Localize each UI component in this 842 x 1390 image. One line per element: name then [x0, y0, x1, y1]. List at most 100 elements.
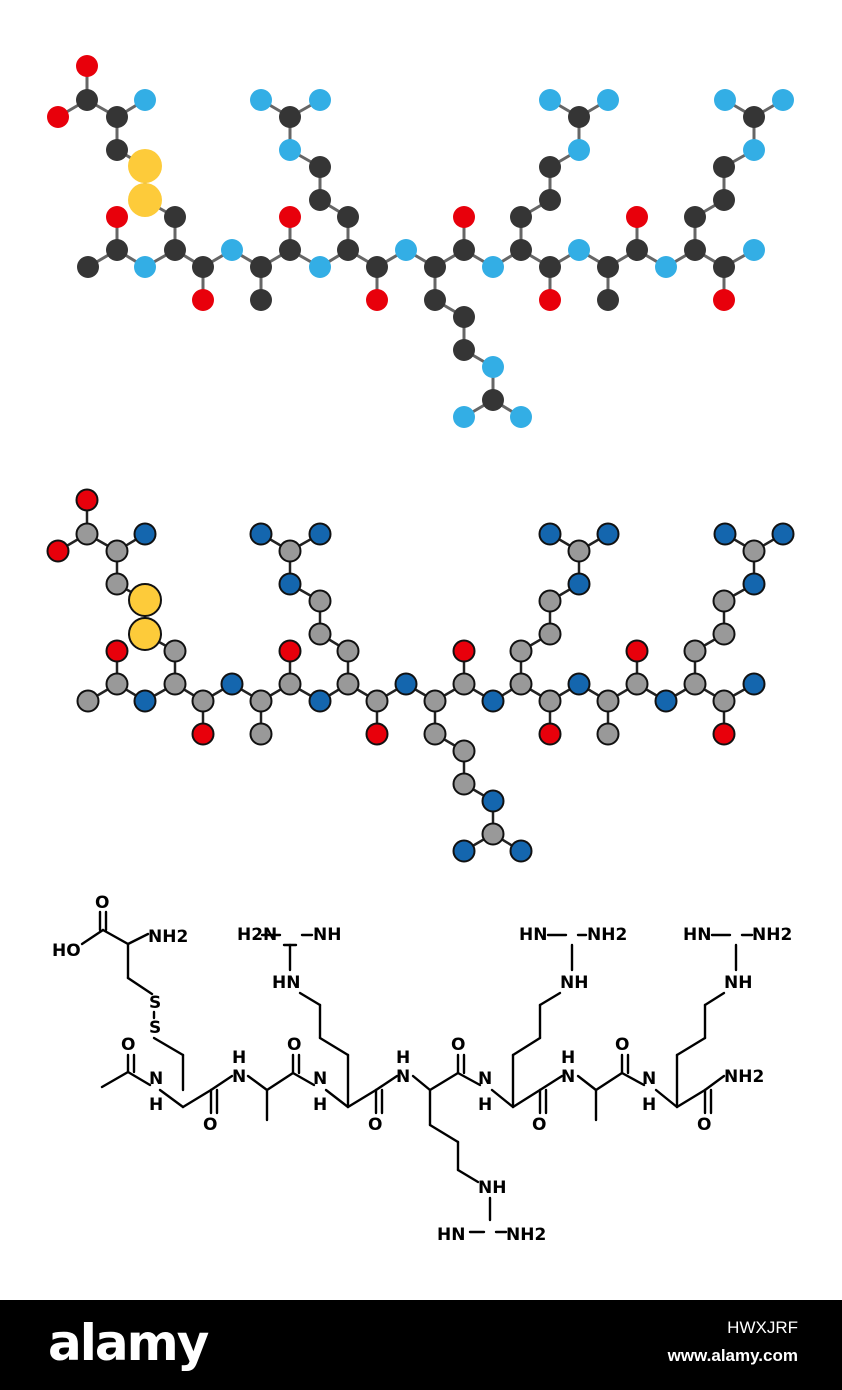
skeletal-bond — [456, 1168, 480, 1184]
carbon-atom — [76, 689, 100, 713]
carbon-atom — [75, 522, 99, 546]
carbon-atom — [249, 722, 273, 746]
nitrogen-atom — [308, 689, 332, 713]
nitrogen-atom — [743, 239, 765, 261]
nitrogen-atom — [742, 672, 766, 696]
nitrogen-atom — [772, 89, 794, 111]
skeletal-bond — [538, 1074, 564, 1092]
atom-label: NH — [313, 925, 341, 945]
carbon-atom — [249, 689, 273, 713]
nitrogen-atom — [134, 89, 156, 111]
skeletal-bond — [594, 1071, 624, 1092]
atom-label: O — [451, 1035, 465, 1055]
carbon-atom — [539, 156, 561, 178]
footer-bar: alamy HWXJRF www.alamy.com — [0, 1300, 842, 1390]
skeletal-bond — [246, 1074, 269, 1092]
atom-label: HN — [437, 1225, 465, 1245]
carbon-atom — [538, 689, 562, 713]
skeletal-bond — [80, 928, 105, 946]
skeletal-bond — [158, 1088, 185, 1109]
carbon-atom — [683, 639, 707, 663]
outlined-ball-panel — [46, 488, 795, 863]
atom-label: S — [149, 1018, 161, 1038]
atom-label: H — [561, 1048, 575, 1068]
nitrogen-atom — [394, 672, 418, 696]
carbon-atom — [163, 639, 187, 663]
ball-and-stick-panel — [47, 55, 794, 428]
carbon-atom — [539, 256, 561, 278]
carbon-atom — [597, 289, 619, 311]
carbon-atom — [337, 239, 359, 261]
skeletal-bond — [209, 1074, 234, 1092]
atom-label: O — [532, 1115, 546, 1135]
nitrogen-atom — [134, 256, 156, 278]
carbon-atom — [597, 256, 619, 278]
carbon-atom — [105, 672, 129, 696]
atom-label: O — [615, 1035, 629, 1055]
skeletal-bond — [346, 1088, 378, 1109]
oxygen-atom — [452, 639, 476, 663]
nitrogen-atom — [597, 89, 619, 111]
carbon-atom — [423, 722, 447, 746]
carbon-atom — [423, 689, 447, 713]
sulfur-atom — [128, 583, 162, 617]
carbon-atom — [683, 672, 707, 696]
carbon-atom — [164, 206, 186, 228]
carbon-atom — [625, 672, 649, 696]
carbon-atom — [106, 239, 128, 261]
oxygen-atom — [365, 722, 389, 746]
skeletal-bond — [675, 1088, 707, 1109]
carbon-atom — [424, 256, 446, 278]
carbon-atom — [424, 289, 446, 311]
site-url: www.alamy.com — [667, 1346, 798, 1365]
atom-label: NH — [478, 1178, 506, 1198]
skeletal-bond — [490, 1088, 515, 1109]
nitrogen-atom — [133, 689, 157, 713]
skeletal-bond — [703, 1074, 726, 1092]
skeletal-bond — [265, 1071, 295, 1092]
carbon-atom — [743, 106, 765, 128]
carbon-atom — [336, 672, 360, 696]
molecule-svg: O HO NH2 S S H2N NH HN O N H O H N O N H… — [46, 55, 795, 1245]
carbon-atom — [626, 239, 648, 261]
atom-label: O — [95, 893, 109, 913]
atom-label: O — [368, 1115, 382, 1135]
carbon-atom — [538, 589, 562, 613]
nitrogen-atom — [279, 139, 301, 161]
carbon-atom — [164, 239, 186, 261]
oxygen-atom — [625, 639, 649, 663]
carbon-atom — [453, 239, 475, 261]
carbon-atom — [481, 822, 505, 846]
carbon-atom — [278, 672, 302, 696]
skeletal-bond — [456, 1071, 482, 1087]
atom-label: N — [478, 1069, 492, 1089]
nitrogen-atom — [278, 572, 302, 596]
carbon-atom — [453, 306, 475, 328]
nitrogen-atom — [596, 522, 620, 546]
atom-label: H — [396, 1048, 410, 1068]
nitrogen-atom — [771, 522, 795, 546]
nitrogen-atom — [567, 572, 591, 596]
skeletal-bonds — [80, 910, 754, 1234]
carbon-atom — [509, 639, 533, 663]
atom-label: N — [149, 1069, 163, 1089]
sulfur-atom — [128, 149, 162, 183]
nitrogen-atom — [655, 256, 677, 278]
nitrogen-atom — [308, 522, 332, 546]
sulfur-atom — [128, 617, 162, 651]
carbon-atom — [106, 139, 128, 161]
carbon-atom — [713, 156, 735, 178]
carbon-atom — [308, 622, 332, 646]
nitrogen-atom — [453, 406, 475, 428]
carbon-atom — [76, 89, 98, 111]
nitrogen-atom — [714, 89, 736, 111]
nitrogen-atom — [743, 139, 765, 161]
nitrogen-atom — [481, 689, 505, 713]
skeletal-bond — [324, 1088, 350, 1109]
carbon-atom — [567, 539, 591, 563]
skeletal-bond — [374, 1074, 399, 1092]
atom-label: HN — [272, 973, 300, 993]
skeletal-bond — [100, 1070, 130, 1089]
carbon-atom — [309, 156, 331, 178]
carbon-atom — [684, 206, 706, 228]
